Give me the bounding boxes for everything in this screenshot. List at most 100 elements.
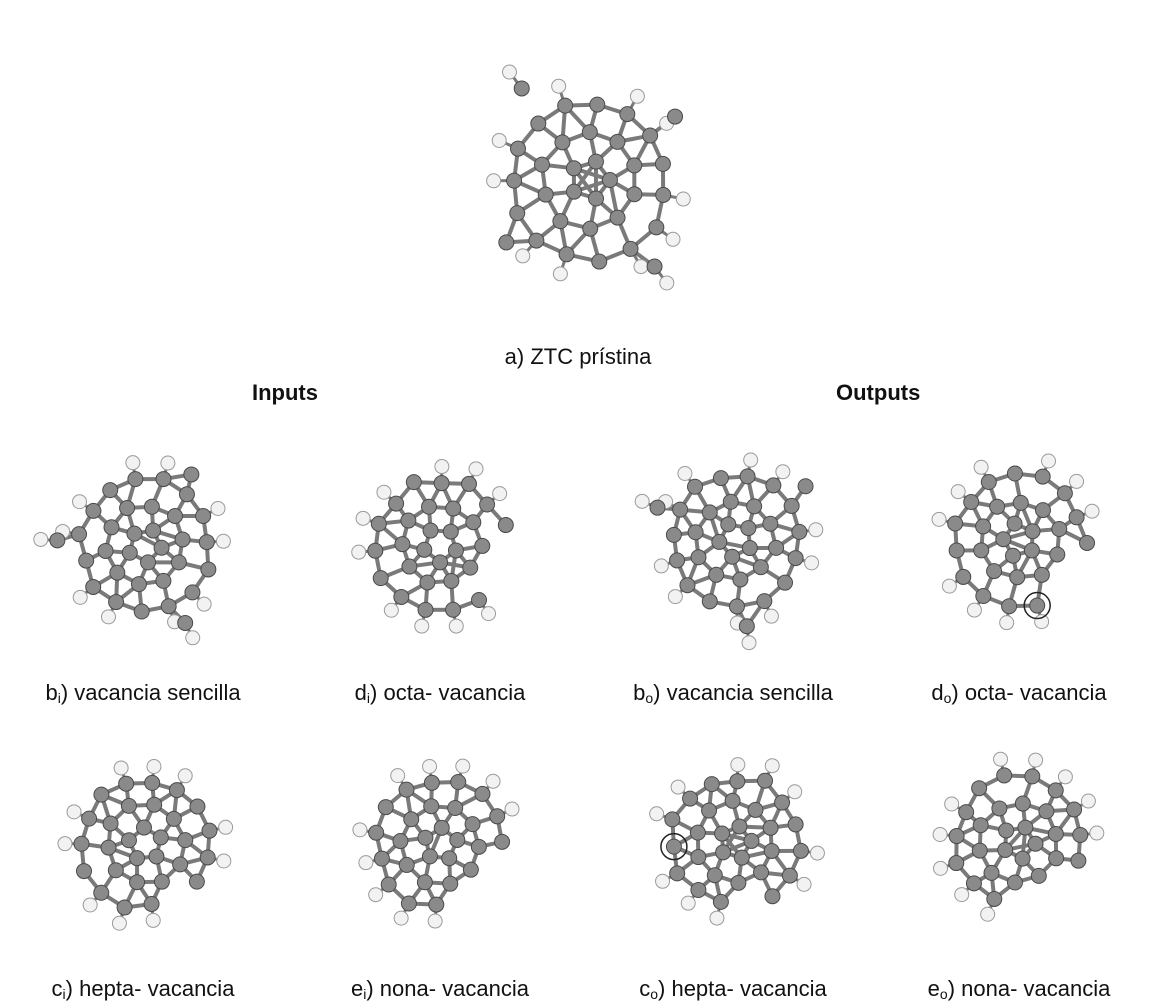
carbon-atom xyxy=(582,220,599,237)
molecule-a-pristine-ztc xyxy=(486,64,691,291)
caption-di-letter: d xyxy=(354,680,367,705)
carbon-atom xyxy=(449,831,466,848)
carbon-atom xyxy=(715,844,732,861)
carbon-atom xyxy=(787,816,804,833)
hydrogen-atom xyxy=(993,751,1009,767)
carbon-atom xyxy=(85,502,102,519)
carbon-atom xyxy=(971,842,988,859)
carbon-atom xyxy=(746,498,763,515)
carbon-atom xyxy=(739,468,756,485)
carbon-atom xyxy=(118,775,135,792)
caption-ei-sub: i xyxy=(363,986,367,1002)
hydrogen-atom xyxy=(481,606,497,622)
carbon-atom xyxy=(198,534,215,551)
carbon-atom xyxy=(756,593,773,610)
carbon-atom xyxy=(370,515,387,532)
hydrogen-atom xyxy=(796,876,812,892)
carbon-atom xyxy=(433,819,450,836)
carbons-a xyxy=(498,80,684,275)
carbon-atom xyxy=(184,584,201,601)
carbon-atom xyxy=(690,549,707,566)
hydrogen-atom xyxy=(515,248,531,264)
carbon-atom xyxy=(701,593,718,610)
carbon-atom xyxy=(417,829,434,846)
carbon-atom xyxy=(712,893,729,910)
carbon-atom xyxy=(479,496,496,513)
carbon-atom xyxy=(777,574,794,591)
carbon-atom xyxy=(591,253,608,270)
carbon-atom xyxy=(1004,547,1021,564)
caption-ci-letter: c xyxy=(51,976,63,1001)
carbon-atom xyxy=(145,522,162,539)
carbon-atom xyxy=(470,838,487,855)
hydrogen-atom xyxy=(72,589,88,605)
caption-ci: ci) hepta- vacancia xyxy=(8,976,278,1002)
carbon-atom xyxy=(398,856,415,873)
carbon-atom xyxy=(774,794,791,811)
carbon-atom xyxy=(1027,835,1044,852)
hydrogen-atom xyxy=(215,533,231,549)
carbon-atom xyxy=(367,542,384,559)
hydrogen-atom xyxy=(775,464,791,480)
hydrogen-atom xyxy=(185,630,201,646)
hydrogen-atom xyxy=(804,555,820,571)
carbon-atom xyxy=(103,519,120,536)
carbon-atom xyxy=(565,160,582,177)
carbon-atom xyxy=(419,574,436,591)
carbon-atom xyxy=(537,186,554,203)
carbon-atom xyxy=(148,848,165,865)
hydrogen-atom xyxy=(216,853,232,869)
carbon-atom xyxy=(714,825,731,842)
carbon-atom xyxy=(609,133,626,150)
carbon-atom xyxy=(991,800,1008,817)
hydrogen-atom xyxy=(351,544,367,560)
hydrogen-atom xyxy=(741,635,757,651)
carbon-atom xyxy=(49,532,66,549)
hydrogen-atom xyxy=(933,860,949,876)
carbon-atom xyxy=(155,471,172,488)
carbon-atom xyxy=(146,796,163,813)
carbon-atom xyxy=(372,570,389,587)
hydrogen-atom xyxy=(501,64,517,80)
carbon-atom xyxy=(558,246,575,263)
hydrogen-atom xyxy=(667,589,683,605)
hydrogen-atom xyxy=(941,578,957,594)
carbon-atom xyxy=(155,572,172,589)
carbons-di xyxy=(367,474,514,618)
caption-bi-text: ) vacancia sencilla xyxy=(60,680,241,705)
caption-ci-text: ) hepta- vacancia xyxy=(65,976,235,1001)
hydrogen-atom xyxy=(633,259,649,275)
carbon-atom xyxy=(489,808,506,825)
carbon-atom xyxy=(1038,803,1055,820)
carbon-atom xyxy=(71,526,88,543)
carbon-atom xyxy=(783,497,800,514)
carbon-atom xyxy=(669,552,686,569)
carbon-atom xyxy=(120,797,137,814)
carbon-atom xyxy=(460,475,477,492)
carbon-atom xyxy=(400,895,417,912)
caption-do-letter: d xyxy=(931,680,944,705)
hydrogen-atom xyxy=(72,494,88,510)
molecule-bi-single-vacancy-input xyxy=(33,455,231,646)
carbon-atom xyxy=(1029,597,1046,614)
carbon-atom xyxy=(1070,852,1087,869)
carbon-atom xyxy=(165,810,182,827)
carbon-atom xyxy=(781,867,798,884)
carbon-atom xyxy=(445,500,462,517)
carbon-atom xyxy=(464,816,481,833)
carbon-atom xyxy=(81,810,98,827)
carbon-atom xyxy=(601,172,618,188)
carbon-atom xyxy=(1079,534,1096,551)
carbon-atom xyxy=(973,542,990,559)
hydrogen-atom xyxy=(111,915,127,931)
carbon-atom xyxy=(421,848,438,865)
carbon-atom xyxy=(442,523,459,540)
carbon-atom xyxy=(432,554,449,571)
carbon-atom xyxy=(986,563,1003,580)
carbon-atom xyxy=(557,97,574,114)
carbon-atom xyxy=(958,804,975,821)
carbon-atom xyxy=(417,601,434,618)
hydrogen-atom xyxy=(966,602,982,618)
hydrogen-atom xyxy=(675,191,691,207)
carbon-atom xyxy=(109,564,126,581)
